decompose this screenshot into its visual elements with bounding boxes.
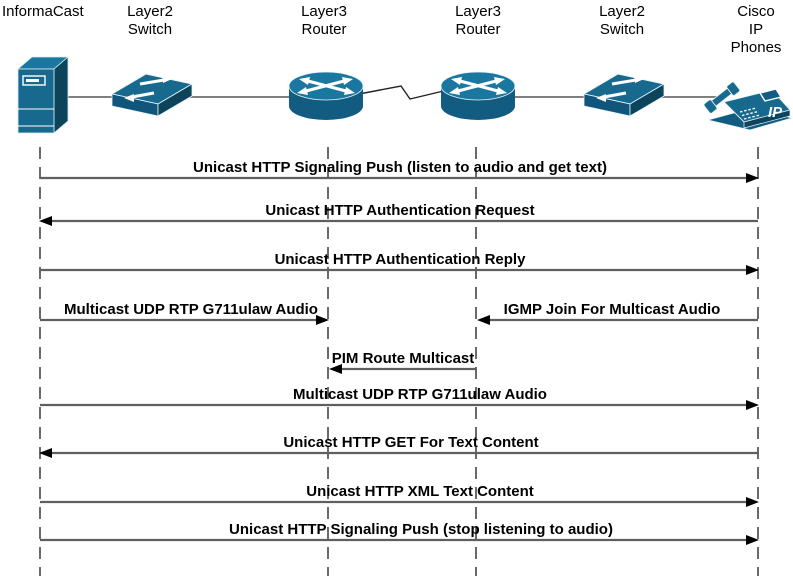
message-arrow-5 <box>329 364 476 374</box>
phone-handset <box>703 81 741 114</box>
message-arrow-2 <box>40 265 759 275</box>
message-arrow-3 <box>40 315 329 325</box>
phone-display <box>758 88 783 102</box>
message-label-9: Unicast HTTP Signaling Push (stop listen… <box>229 521 613 538</box>
message-arrow-0 <box>40 173 759 183</box>
device-label-layer3-router-left: Layer3 Router <box>301 3 347 38</box>
server-tower-icon <box>14 55 72 137</box>
message-arrow-4 <box>477 315 758 325</box>
message-arrow-7 <box>39 448 758 458</box>
phone-ip-badge: IP <box>768 104 783 121</box>
message-label-3: Multicast UDP RTP G711ulaw Audio <box>64 301 318 318</box>
router-icon <box>440 70 516 124</box>
message-label-4: IGMP Join For Multicast Audio <box>503 301 721 318</box>
message-label-7: Unicast HTTP GET For Text Content <box>283 434 539 451</box>
message-label-5: PIM Route Multicast <box>331 350 475 367</box>
switch-icon <box>110 64 194 120</box>
switch-icon <box>582 64 666 120</box>
message-label-8: Unicast HTTP XML Text Content <box>306 483 534 500</box>
router-icon <box>288 70 364 124</box>
message-arrow-8 <box>40 497 759 507</box>
device-label-layer3-router-right: Layer3 Router <box>455 3 501 38</box>
device-label-cisco-ip-phones: Cisco IP Phones <box>730 3 782 56</box>
device-label-layer2-switch-right: Layer2 Switch <box>599 3 645 38</box>
message-label-1: Unicast HTTP Authentication Request <box>265 202 535 219</box>
device-label-informacast: InformaCast <box>2 3 84 20</box>
message-arrow-9 <box>40 535 759 545</box>
message-arrow-1 <box>39 216 758 226</box>
message-label-2: Unicast HTTP Authentication Reply <box>274 251 526 268</box>
message-label-0: Unicast HTTP Signaling Push (listen to a… <box>193 159 607 176</box>
device-label-layer2-switch-left: Layer2 Switch <box>127 3 173 38</box>
wan-zigzag-link <box>353 85 457 100</box>
message-arrow-6 <box>40 400 759 410</box>
message-label-6: Multicast UDP RTP G711ulaw Audio <box>293 386 547 403</box>
ip-phone-icon: IP <box>702 64 793 134</box>
